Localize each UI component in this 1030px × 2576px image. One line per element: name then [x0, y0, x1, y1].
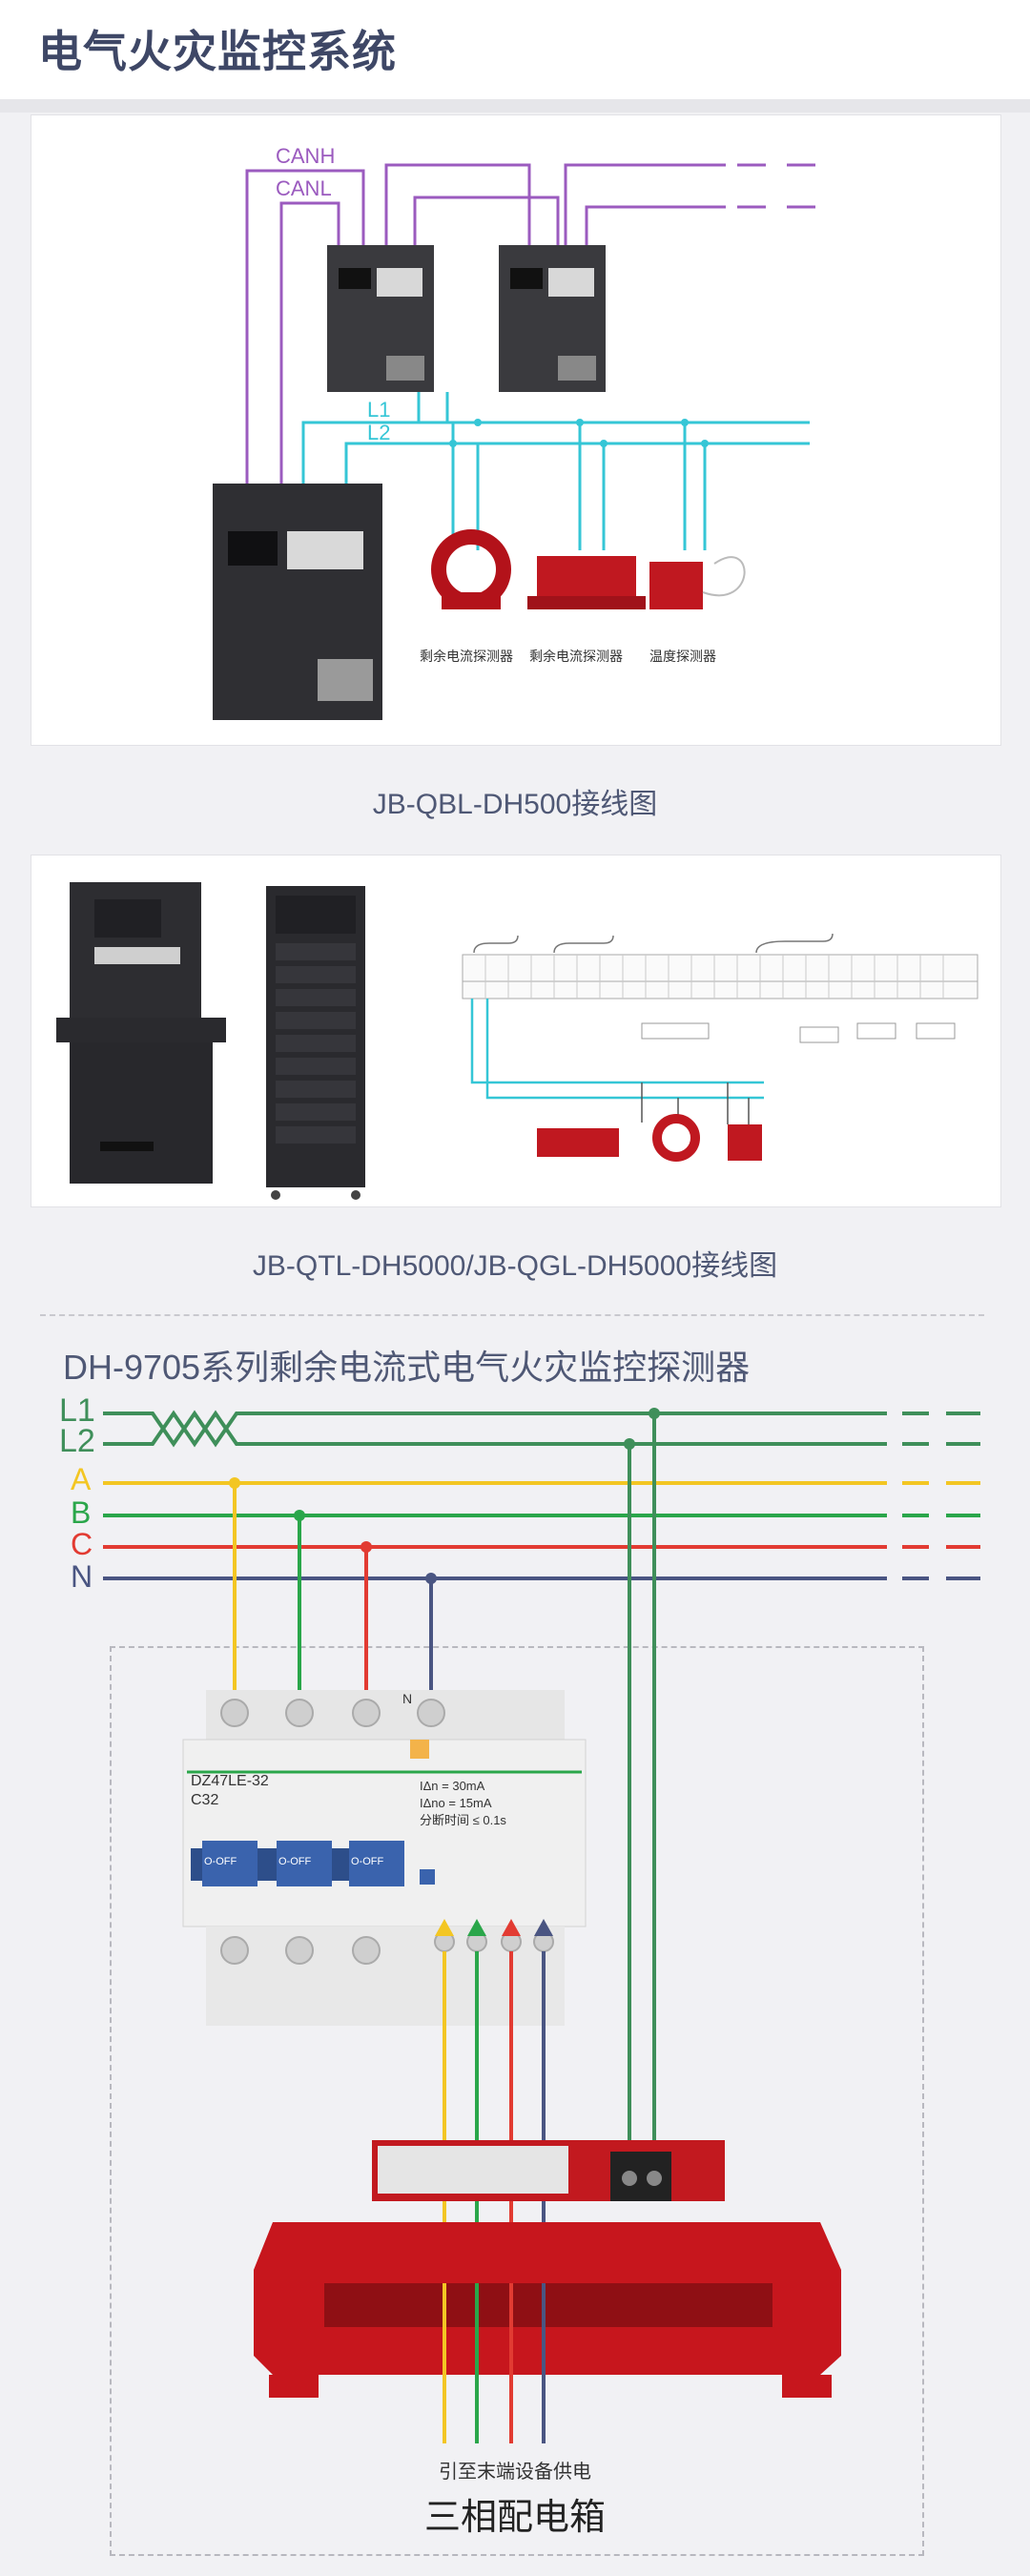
canl-label: CANL — [276, 176, 332, 200]
sub-controller-unit-1 — [327, 245, 434, 392]
breaker-off-label-3: O-OFF — [351, 1856, 383, 1867]
distribution-box-title: 三相配电箱 — [424, 2498, 606, 2538]
temperature-detector — [649, 556, 746, 609]
sub-controller-unit-2 — [499, 245, 606, 392]
page-title: 电气火灾监控系统 — [38, 27, 397, 76]
temp-detector-small — [728, 1124, 762, 1161]
wiring-diagram-1: CANH CANL L1 L2 — [213, 144, 815, 720]
bottom-supply-note: 引至末端设备供电 — [439, 2461, 591, 2483]
diagram-1-caption: JB-QBL-DH500接线图 — [372, 789, 658, 820]
l1-label: L1 — [367, 398, 390, 422]
bus-junction-dots — [449, 419, 709, 447]
breaker-off-label-2: O-OFF — [278, 1856, 311, 1867]
distribution-box-frame — [110, 1646, 924, 2556]
wiring-diagram-panel-2 — [31, 855, 1001, 1207]
current-transformer-frame — [254, 2222, 841, 2398]
l1-l2-drops — [628, 1413, 656, 2144]
wall-mount-cabinet — [56, 882, 226, 1184]
line-label-c: C — [71, 1527, 93, 1561]
detector-section-title: DH-9705系列剩余电流式电气火灾监控探测器 — [63, 1348, 751, 1387]
residual-current-ring-detector — [431, 529, 511, 609]
rack-cabinet — [266, 886, 365, 1200]
can-bus-lines — [245, 163, 815, 484]
main-controller-cabinet — [213, 484, 382, 720]
breaker-spec-line-1: IΔn = 30mA — [420, 1779, 485, 1793]
breaker-model: DZ47LE-32 — [191, 1773, 269, 1789]
page-header: 电气火灾监控系统 — [0, 0, 1030, 99]
ring-detector-small — [652, 1114, 700, 1162]
line-label-b: B — [71, 1495, 91, 1530]
l1-l2-twisted-lines — [103, 1410, 980, 1448]
output-arrows — [435, 1919, 553, 1936]
detector-label-2: 剩余电流探测器 — [529, 649, 623, 664]
l-bus-lines — [301, 392, 810, 550]
line-label-a: A — [71, 1462, 92, 1496]
breaker-spec-line-3: 分断时间 ≤ 0.1s — [420, 1813, 506, 1827]
line-label-l2: L2 — [59, 1423, 95, 1459]
residual-current-breaker — [182, 1690, 587, 2026]
l2-label: L2 — [367, 421, 390, 444]
residual-current-detector-bar — [372, 2140, 725, 2201]
bar-detector-small — [537, 1128, 619, 1157]
detector-label-1: 剩余电流探测器 — [420, 649, 513, 664]
diagram-2-caption: JB-QTL-DH5000/JB-QGL-DH5000接线图 — [252, 1250, 778, 1282]
breaker-rating: C32 — [191, 1792, 218, 1808]
terminal-strip-schematic — [462, 933, 978, 1162]
residual-current-bar-detector — [527, 556, 646, 609]
line-label-n: N — [71, 1559, 93, 1594]
header-divider — [0, 99, 1030, 113]
breaker-n-terminal-label: N — [402, 1691, 412, 1706]
breaker-spec-line-2: IΔno = 15mA — [420, 1796, 492, 1810]
wiring-diagram-panel-1: CANH CANL L1 L2 — [31, 114, 1001, 746]
canh-label: CANH — [276, 144, 335, 168]
line-label-l1: L1 — [59, 1392, 95, 1429]
wiring-diagram-2 — [56, 882, 978, 1200]
phase-lines — [103, 1481, 980, 1580]
breaker-off-label-1: O-OFF — [204, 1856, 237, 1867]
detector-label-3: 温度探测器 — [649, 649, 716, 664]
section-divider — [40, 1314, 984, 1316]
